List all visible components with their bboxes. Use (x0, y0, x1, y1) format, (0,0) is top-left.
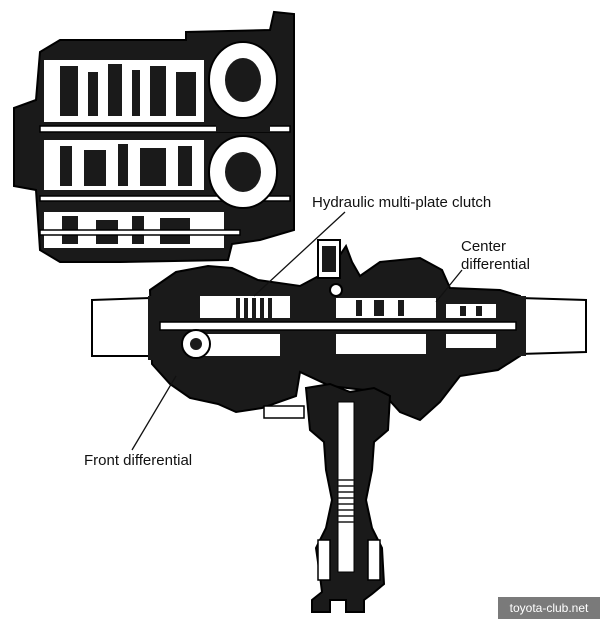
leader-line-clutch (253, 211, 346, 297)
label-center-differential-line2: differential (461, 256, 530, 273)
watermark: toyota-club.net (498, 597, 600, 619)
label-hydraulic-clutch: Hydraulic multi-plate clutch (312, 194, 492, 211)
label-front-differential: Front differential (84, 452, 193, 469)
label-center-differential: Center differential (461, 238, 530, 274)
rear-output-shaft (263, 382, 392, 613)
leader-line-front-differential (131, 375, 177, 451)
transmission-case (13, 10, 295, 263)
leader-lines (131, 211, 463, 451)
leader-line-center-differential (435, 269, 463, 303)
label-center-differential-line1: Center (461, 238, 507, 255)
transfer-housing (91, 239, 587, 422)
